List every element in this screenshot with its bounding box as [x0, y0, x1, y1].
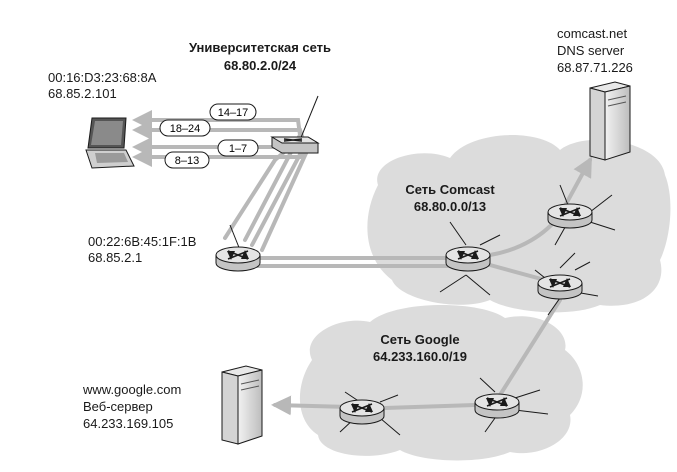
laptop-ip: 68.85.2.101	[48, 86, 117, 101]
gateway-router-icon	[215, 246, 261, 272]
path-to-web	[271, 395, 477, 416]
web-server-icon	[221, 365, 263, 445]
university-network-prefix: 68.80.2.0/24	[223, 58, 297, 73]
comcast-network-prefix: 68.80.0.0/13	[413, 199, 487, 214]
web-server-ip: 64.233.169.105	[83, 416, 174, 431]
google-network-name: Сеть Google	[380, 332, 460, 347]
link-spokes	[229, 95, 616, 436]
dns-server-label: DNS server	[557, 43, 625, 58]
path-laptop-gateway-c	[138, 145, 296, 240]
step-pill-8-13: 8–13	[164, 151, 210, 169]
gateway-mac: 00:22:6B:45:1F:1B	[88, 234, 197, 249]
laptop-arrows	[132, 110, 160, 167]
step-label-18-24: 18–24	[170, 123, 201, 135]
path-comcast-right	[488, 263, 547, 282]
dns-server-domain: comcast.net	[557, 26, 628, 41]
dns-server-ip: 68.87.71.226	[557, 60, 633, 75]
step-label-14-17: 14–17	[218, 107, 249, 119]
google-edge-router-icon	[474, 393, 520, 419]
gateway-ip: 68.85.2.1	[88, 250, 143, 265]
dns-server-icon	[589, 81, 631, 161]
comcast-edge-router-icon	[537, 274, 583, 300]
comcast-network-name: Сеть Comcast	[405, 182, 495, 197]
dns-router-icon	[547, 203, 593, 229]
google-network-prefix: 64.233.160.0/19	[373, 349, 467, 364]
path-to-google	[498, 298, 562, 397]
web-server-label: Веб-сервер	[83, 399, 153, 414]
web-server-domain: www.google.com	[83, 382, 182, 397]
step-pill-14-17: 14–17	[209, 103, 257, 121]
university-network-name: Университетская сеть	[188, 40, 332, 55]
university-switch	[270, 136, 320, 154]
step-label-8-13: 8–13	[175, 155, 199, 167]
step-label-1-7: 1–7	[229, 143, 247, 155]
google-router-icon	[339, 399, 385, 425]
laptop-mac: 00:16:D3:23:68:8A	[48, 70, 157, 85]
comcast-router-icon	[445, 246, 491, 272]
step-pill-1-7: 1–7	[217, 139, 259, 157]
comcast-cloud	[367, 135, 671, 313]
step-pill-18-24: 18–24	[159, 119, 211, 137]
laptop-icon	[85, 117, 135, 169]
